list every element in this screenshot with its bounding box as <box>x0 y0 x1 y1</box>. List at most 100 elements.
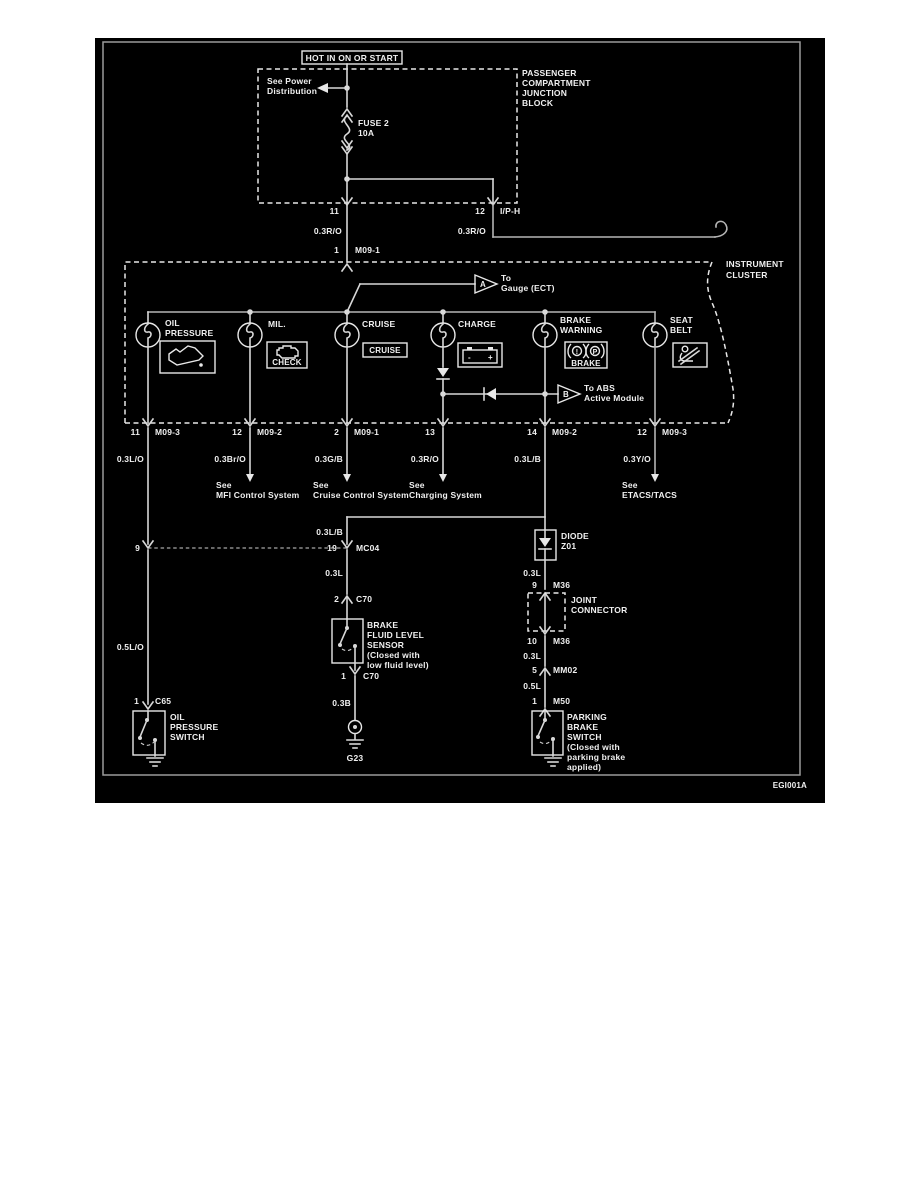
exit-mfi: See MFI Control System <box>216 427 299 500</box>
see-destination: Cruise Control System <box>313 490 409 500</box>
lamp-label: BELT <box>670 325 693 335</box>
connector-name: M09-1 <box>354 427 379 437</box>
switch-throw-arc-icon <box>140 741 155 746</box>
down-arrow-icon <box>651 474 659 482</box>
seat-belt-icon <box>681 345 689 353</box>
brake-warning-icon <box>571 345 583 357</box>
see-label: See <box>409 480 425 490</box>
component-label: (Closed with <box>367 650 420 660</box>
brake-warning-icon <box>585 343 590 359</box>
brake-warning-icon <box>600 343 605 359</box>
pin-number: 1 <box>134 696 139 706</box>
cluster-outline <box>124 261 712 423</box>
battery-terminal-icon <box>467 347 472 350</box>
junction-block-label: BLOCK <box>522 98 554 108</box>
pin-number: 1 <box>341 671 346 681</box>
diagram-frame <box>102 41 801 776</box>
gauge-reference: A To Gauge (ECT) <box>345 273 555 314</box>
cruise-lamp: CRUISE CRUISE <box>334 311 408 424</box>
pin-number: 13 <box>425 427 435 437</box>
lamp-filament-icon <box>342 322 351 347</box>
pin-number: 1 <box>334 245 339 255</box>
cluster-title: INSTRUMENT <box>726 259 784 269</box>
lamp-label: WARNING <box>560 325 603 335</box>
abs-reference: B To ABS Active Module <box>436 346 644 424</box>
switch-arm-icon <box>338 626 349 646</box>
brake-warning-text: BRAKE <box>571 359 601 368</box>
pin-number: 12 <box>475 206 485 216</box>
ground-icon <box>353 725 357 729</box>
pin-number: 2 <box>334 427 339 437</box>
lamp-label: SEAT <box>670 315 693 325</box>
see-power-label: Distribution <box>267 86 317 96</box>
brake-warning-symbol: P <box>593 349 598 356</box>
lamp-filament-icon <box>540 322 549 347</box>
mil-lamp: MIL. CHECK <box>237 311 308 424</box>
reference-triangle-icon <box>474 273 499 295</box>
wire-label: 0.3G/B <box>315 454 343 464</box>
junction-block-outline <box>257 68 518 204</box>
connector-pin-icon <box>341 263 353 272</box>
cluster-outline-curve <box>706 261 735 424</box>
check-engine-icon <box>276 345 299 359</box>
fuse-rating: 10A <box>358 128 374 138</box>
warning-lamps: OIL PRESSURE MIL. CHECK <box>135 311 708 424</box>
lamp-label: BRAKE <box>560 315 591 325</box>
gauge-dest-label: Gauge (ECT) <box>501 283 555 293</box>
exit-cruise: See Cruise Control System <box>313 427 409 500</box>
connector-name: C65 <box>155 696 171 706</box>
wire-label: 0.3L <box>523 651 541 661</box>
oil-pressure-switch-branch: 9 0.5L/O 1 C65 OIL PRESSURE SWITCH <box>117 427 347 767</box>
parking-brake-switch-box <box>531 710 564 756</box>
system-exits: See MFI Control System See Cruise Contro… <box>216 427 677 500</box>
fuse-name: FUSE 2 <box>358 118 389 128</box>
seat-belt-icon <box>672 342 708 368</box>
oil-pressure-switch-box <box>132 710 166 756</box>
component-label: PARKING <box>567 712 607 722</box>
switch-arm-icon <box>536 718 547 738</box>
see-destination: ETACS/TACS <box>622 490 677 500</box>
pin-number: 2 <box>334 594 339 604</box>
exit-etacs: See ETACS/TACS <box>622 427 677 500</box>
wire-label: 0.3Y/O <box>623 454 651 464</box>
brake-warning-icon <box>564 341 608 369</box>
wiring-diagram: EGI001A HOT IN ON OR START PASSENGER COM… <box>95 38 825 803</box>
pin-number: 12 <box>232 427 242 437</box>
pin-number: 9 <box>135 543 140 553</box>
connector-name: MM02 <box>553 665 577 675</box>
wire-label: 0.3L/B <box>514 454 541 464</box>
lamp-filament-icon <box>143 322 152 347</box>
pin-number: 9 <box>532 580 537 590</box>
brake-warning-icon <box>567 343 572 359</box>
switch-throw-arc-icon <box>341 646 355 652</box>
connector-name: C70 <box>356 594 372 604</box>
connector-name: M09-3 <box>155 427 180 437</box>
lamp-label: CHARGE <box>458 319 496 329</box>
component-label: SENSOR <box>367 640 404 650</box>
cluster-title: CLUSTER <box>726 270 768 280</box>
junction-block-label: PASSENGER <box>522 68 577 78</box>
wire-label: 0.3Br/O <box>214 454 246 464</box>
connector-name: M09-2 <box>257 427 282 437</box>
component-label: applied) <box>567 762 601 772</box>
component-label: Z01 <box>561 541 576 551</box>
battery-terminal-icon <box>488 347 493 350</box>
hot-label-box <box>301 50 403 65</box>
component-label: JOINT <box>571 595 598 605</box>
brake-fluid-sensor-branch: 0.3L/B 19 MC04 0.3L 2 C70 BRAKE FLUID LE… <box>316 516 546 763</box>
hot-label: HOT IN ON OR START <box>306 53 399 63</box>
switch-contact-icon <box>338 643 342 647</box>
see-label: See <box>313 480 329 490</box>
wire-label: 0.3R/O <box>314 226 342 236</box>
pin-number: 10 <box>527 636 537 646</box>
connector-name: M50 <box>553 696 570 706</box>
wire-label: 0.3R/O <box>411 454 439 464</box>
cruise-indicator-box <box>362 342 408 358</box>
lamp-label: PRESSURE <box>165 328 213 338</box>
abs-dest-label: To ABS <box>584 383 615 393</box>
diode-icon <box>539 538 551 547</box>
oil-pressure-lamp: OIL PRESSURE <box>135 311 216 424</box>
wire-label: 0.3L/B <box>316 527 343 537</box>
component-label: low fluid level) <box>367 660 429 670</box>
